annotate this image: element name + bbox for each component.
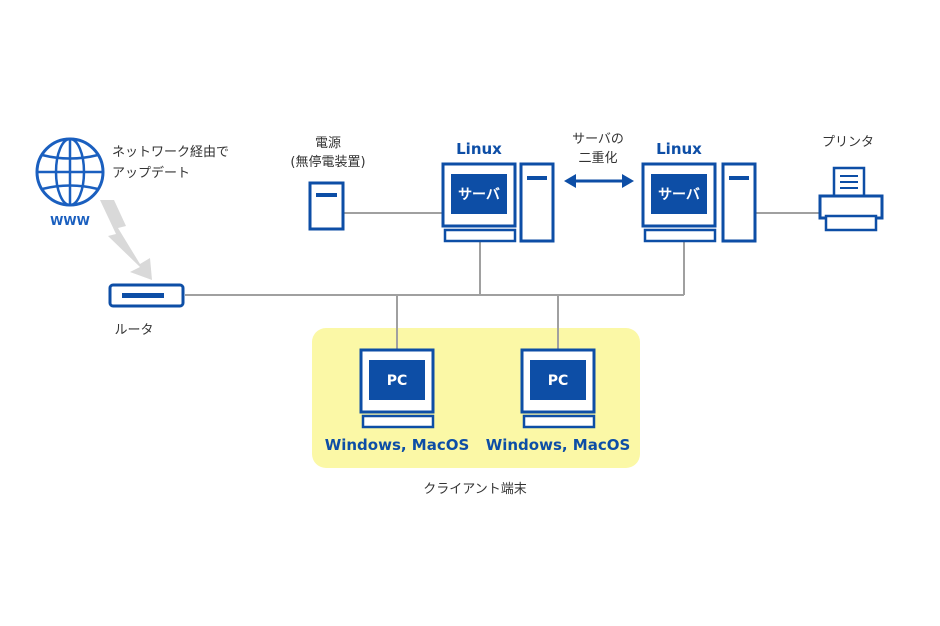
power-label-line1: 電源 bbox=[315, 136, 341, 151]
router-icon bbox=[108, 283, 185, 308]
pc1-screen-label: PC bbox=[387, 373, 408, 389]
printer-icon bbox=[818, 166, 884, 232]
printer-label: プリンタ bbox=[822, 135, 874, 150]
redundancy-label-line2: 二重化 bbox=[578, 150, 617, 166]
lightning-bolt-icon bbox=[100, 200, 152, 280]
server2-tower bbox=[721, 162, 757, 243]
www-label: WWW bbox=[50, 214, 90, 228]
server2-screen-label: サーバ bbox=[658, 187, 700, 203]
update-note-line2: アップデート bbox=[112, 165, 190, 181]
router-label: ルータ bbox=[114, 323, 153, 338]
server1-os-label: Linux bbox=[456, 140, 502, 158]
server1-monitor bbox=[441, 162, 517, 243]
pc2-screen-label: PC bbox=[548, 373, 569, 389]
double-arrow-icon bbox=[564, 174, 634, 188]
client-group-label: クライアント端末 bbox=[423, 482, 526, 497]
network-lines bbox=[185, 212, 820, 350]
globe-icon bbox=[35, 137, 105, 207]
update-note-line1: ネットワーク経由で bbox=[112, 145, 229, 160]
server1-screen-label: サーバ bbox=[458, 187, 500, 203]
power-label-line2: (無停電装置) bbox=[290, 154, 365, 170]
server2-monitor bbox=[641, 162, 717, 243]
server1-tower bbox=[519, 162, 555, 243]
pc1-os-label: Windows, MacOS bbox=[325, 436, 470, 454]
server2-os-label: Linux bbox=[656, 140, 702, 158]
pc1-monitor bbox=[359, 348, 435, 429]
pc2-os-label: Windows, MacOS bbox=[486, 436, 631, 454]
power-unit-icon bbox=[308, 181, 345, 231]
pc2-monitor bbox=[520, 348, 596, 429]
redundancy-label-line1: サーバの bbox=[572, 132, 624, 147]
